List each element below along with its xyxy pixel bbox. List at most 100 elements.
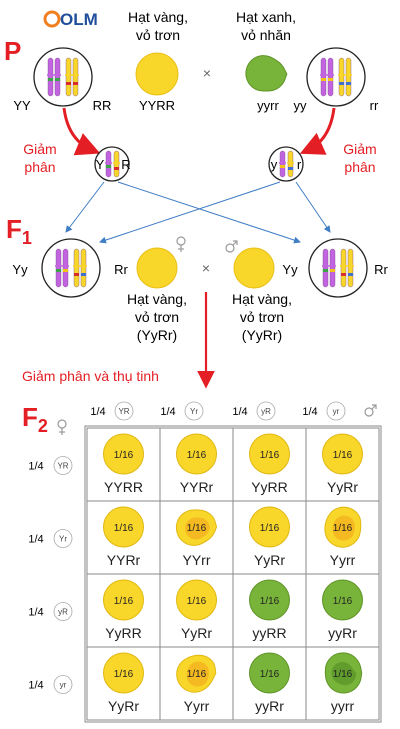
parent-right-genotype: yyrr [257,98,279,113]
cell-genotype: YyRr [108,698,139,714]
meiosis-label-right-2: phân [344,159,375,175]
chromosome [329,248,336,288]
cell-fraction: 1/16 [260,523,280,534]
gamete-left-gene-r: R [121,157,130,172]
cell-genotype: YYRr [107,552,141,568]
f1-left-caption-2: vỏ trơn [135,309,179,325]
chromosome [287,150,294,178]
cell-genotype: yyRR [252,625,286,641]
column-fraction: 1/4 [90,406,105,418]
gamete-circle [53,675,73,694]
gamete-right-gene-r: r [297,157,302,172]
smooth-seed [103,506,144,548]
cell-fraction: 1/16 [260,596,280,607]
column-gamete: yR [261,407,271,416]
parent-left-caption-2: vỏ trơn [136,27,180,43]
column-fraction: 1/4 [160,406,175,418]
cell-fraction: 1/16 [333,523,353,534]
parent-right-gene-y: yy [294,98,308,113]
logo-mark-icon [43,10,61,28]
male-icon [225,240,238,253]
cell-genotype: Yyrr [184,698,210,714]
parent-cross-symbol: × [203,65,211,81]
gamete-arrow-1 [65,181,105,233]
cell-genotype: yyRr [328,625,357,641]
column-fraction: 1/4 [232,406,247,418]
smooth-seed [322,579,363,621]
smooth-seed [249,652,290,694]
meiosis-label-left-2: phân [24,159,55,175]
cell-fraction: 1/16 [187,523,207,534]
cell-fraction: 1/16 [260,669,280,680]
f2-male-icon [364,404,377,417]
cell-fraction: 1/16 [114,523,134,534]
f2-column-headers: 1/4 YR 1/4 Yr 1/4 yR 1/4 yr [90,401,346,421]
grid-border [84,425,382,723]
row-gamete: yr [60,681,67,690]
f1-label: F1 [6,214,32,248]
cell-genotype: YYrr [183,552,211,568]
f1-right-caption-1: Hạt vàng, [232,291,292,307]
row-fraction: 1/4 [28,680,43,692]
parent-left-cell [33,47,93,107]
chromosome [340,248,347,288]
smooth-seed [322,433,363,475]
f1-right-gene-r: Rr [374,262,388,277]
cell-genotype: yyRr [255,698,284,714]
chromosome [327,57,334,97]
parent-left-gene-y: YY [13,98,31,113]
parent-green-wrinkled-seed [245,55,288,92]
f1-right-caption-2: vỏ trơn [240,309,284,325]
cell-fraction: 1/16 [333,669,353,680]
gamete-circle [326,401,346,421]
f1-right-cell [308,238,368,298]
smooth-seed [176,579,217,621]
wrinkle-shade [332,515,355,541]
chromosome [320,57,327,97]
chromosome [47,57,54,97]
f1-left-gene-r: Rr [114,262,128,277]
cell-genotype: YyRR [251,479,288,495]
chromosome [72,57,79,97]
row-gamete: YR [57,462,68,471]
cell-fraction: 1/16 [114,669,134,680]
f1-right-caption-3: (YyRr) [242,327,282,343]
gamete-circle [184,401,204,421]
column-fraction: 1/4 [302,406,317,418]
gamete-arrow-3 [99,181,281,244]
p-generation-label: P [4,36,21,66]
gamete-circle [53,456,73,475]
gamete-circle [53,602,73,621]
column-gamete: Yr [190,407,198,416]
olm-logo: OLM [43,10,98,29]
wrinkle-shade [185,517,210,540]
f1-left-seed [136,247,178,289]
cell-genotype: YyRR [105,625,142,641]
row-fraction: 1/4 [28,461,43,473]
cell-fraction: 1/16 [333,450,353,461]
cell-fraction: 1/16 [187,450,207,461]
row-fraction: 1/4 [28,607,43,619]
smooth-seed [249,433,290,475]
cell-genotype: YyRr [327,479,358,495]
column-gamete: yr [333,407,340,416]
gamete-arrow-4 [295,181,331,233]
chromosome [347,248,354,288]
cell-genotype: YYRR [104,479,143,495]
cell-genotype: YyRr [254,552,285,568]
cell-fraction: 1/16 [260,450,280,461]
column-gamete: YR [118,407,129,416]
chromosome [55,248,62,288]
fertilization-label: Giảm phân và thụ tinh [22,368,159,384]
